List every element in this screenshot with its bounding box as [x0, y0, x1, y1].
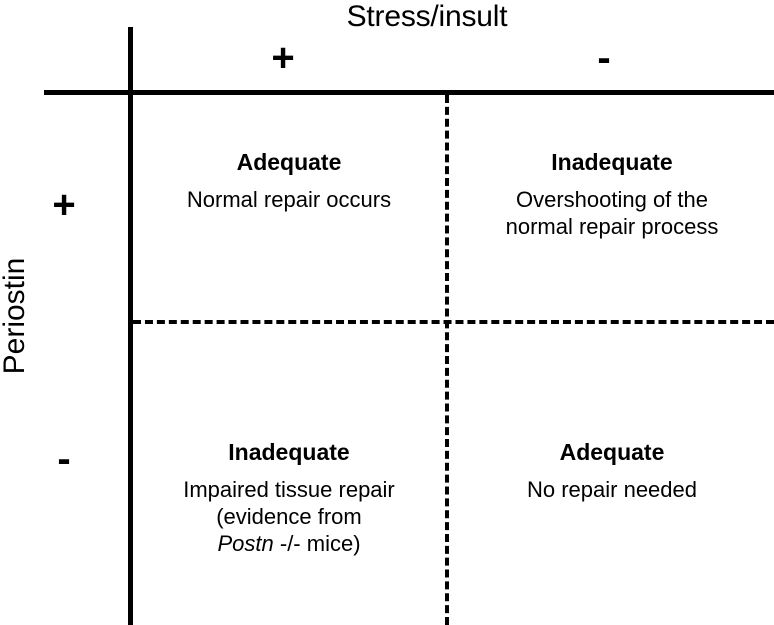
- gene-genotype-suffix: -/- mice): [273, 531, 361, 556]
- quadrant-body-line: normal repair process: [505, 214, 719, 239]
- row-header-minus: -: [57, 437, 71, 481]
- gene-name-italic: Postn: [217, 531, 274, 556]
- row-header-plus: +: [52, 183, 76, 227]
- quadrant-body-line: Impaired tissue repair: [183, 477, 395, 502]
- column-header-plus: +: [271, 36, 295, 80]
- column-axis-title: Stress/insult: [346, 0, 508, 33]
- quadrant-body: Impaired tissue repair (evidence from Po…: [133, 476, 445, 557]
- quadrant-body: Normal repair occurs: [133, 186, 445, 213]
- quadrant-body-line-gene: Postn -/- mice): [133, 530, 445, 557]
- quadrant-body-line: Overshooting of the: [515, 187, 708, 212]
- quadrant-title: Inadequate: [228, 439, 350, 465]
- quadrant-body-line: (evidence from: [216, 504, 362, 529]
- quadrant-body-line: Normal repair occurs: [186, 187, 392, 212]
- quadrant-title: Adequate: [559, 439, 665, 465]
- quadrant-title: Adequate: [236, 149, 342, 175]
- quadrant-title: Inadequate: [551, 149, 673, 175]
- column-header-minus: -: [597, 36, 611, 80]
- horizontal-axis-line: [44, 90, 774, 95]
- quadrant-periostin-plus-stress-plus: Adequate Normal repair occurs: [133, 148, 445, 213]
- horizontal-dashed-divider: [133, 320, 774, 324]
- row-axis-title: Periostin: [0, 257, 31, 375]
- vertical-axis-line: [128, 27, 133, 625]
- quadrant-body-line: No repair needed: [526, 477, 697, 502]
- vertical-dashed-divider: [445, 95, 449, 625]
- quadrant-periostin-plus-stress-minus: Inadequate Overshooting of the normal re…: [450, 148, 774, 240]
- quadrant-body: No repair needed: [450, 476, 774, 503]
- quadrant-body: Overshooting of the normal repair proces…: [450, 186, 774, 240]
- quadrant-periostin-minus-stress-minus: Adequate No repair needed: [450, 438, 774, 503]
- quadrant-periostin-minus-stress-plus: Inadequate Impaired tissue repair (evide…: [133, 438, 445, 557]
